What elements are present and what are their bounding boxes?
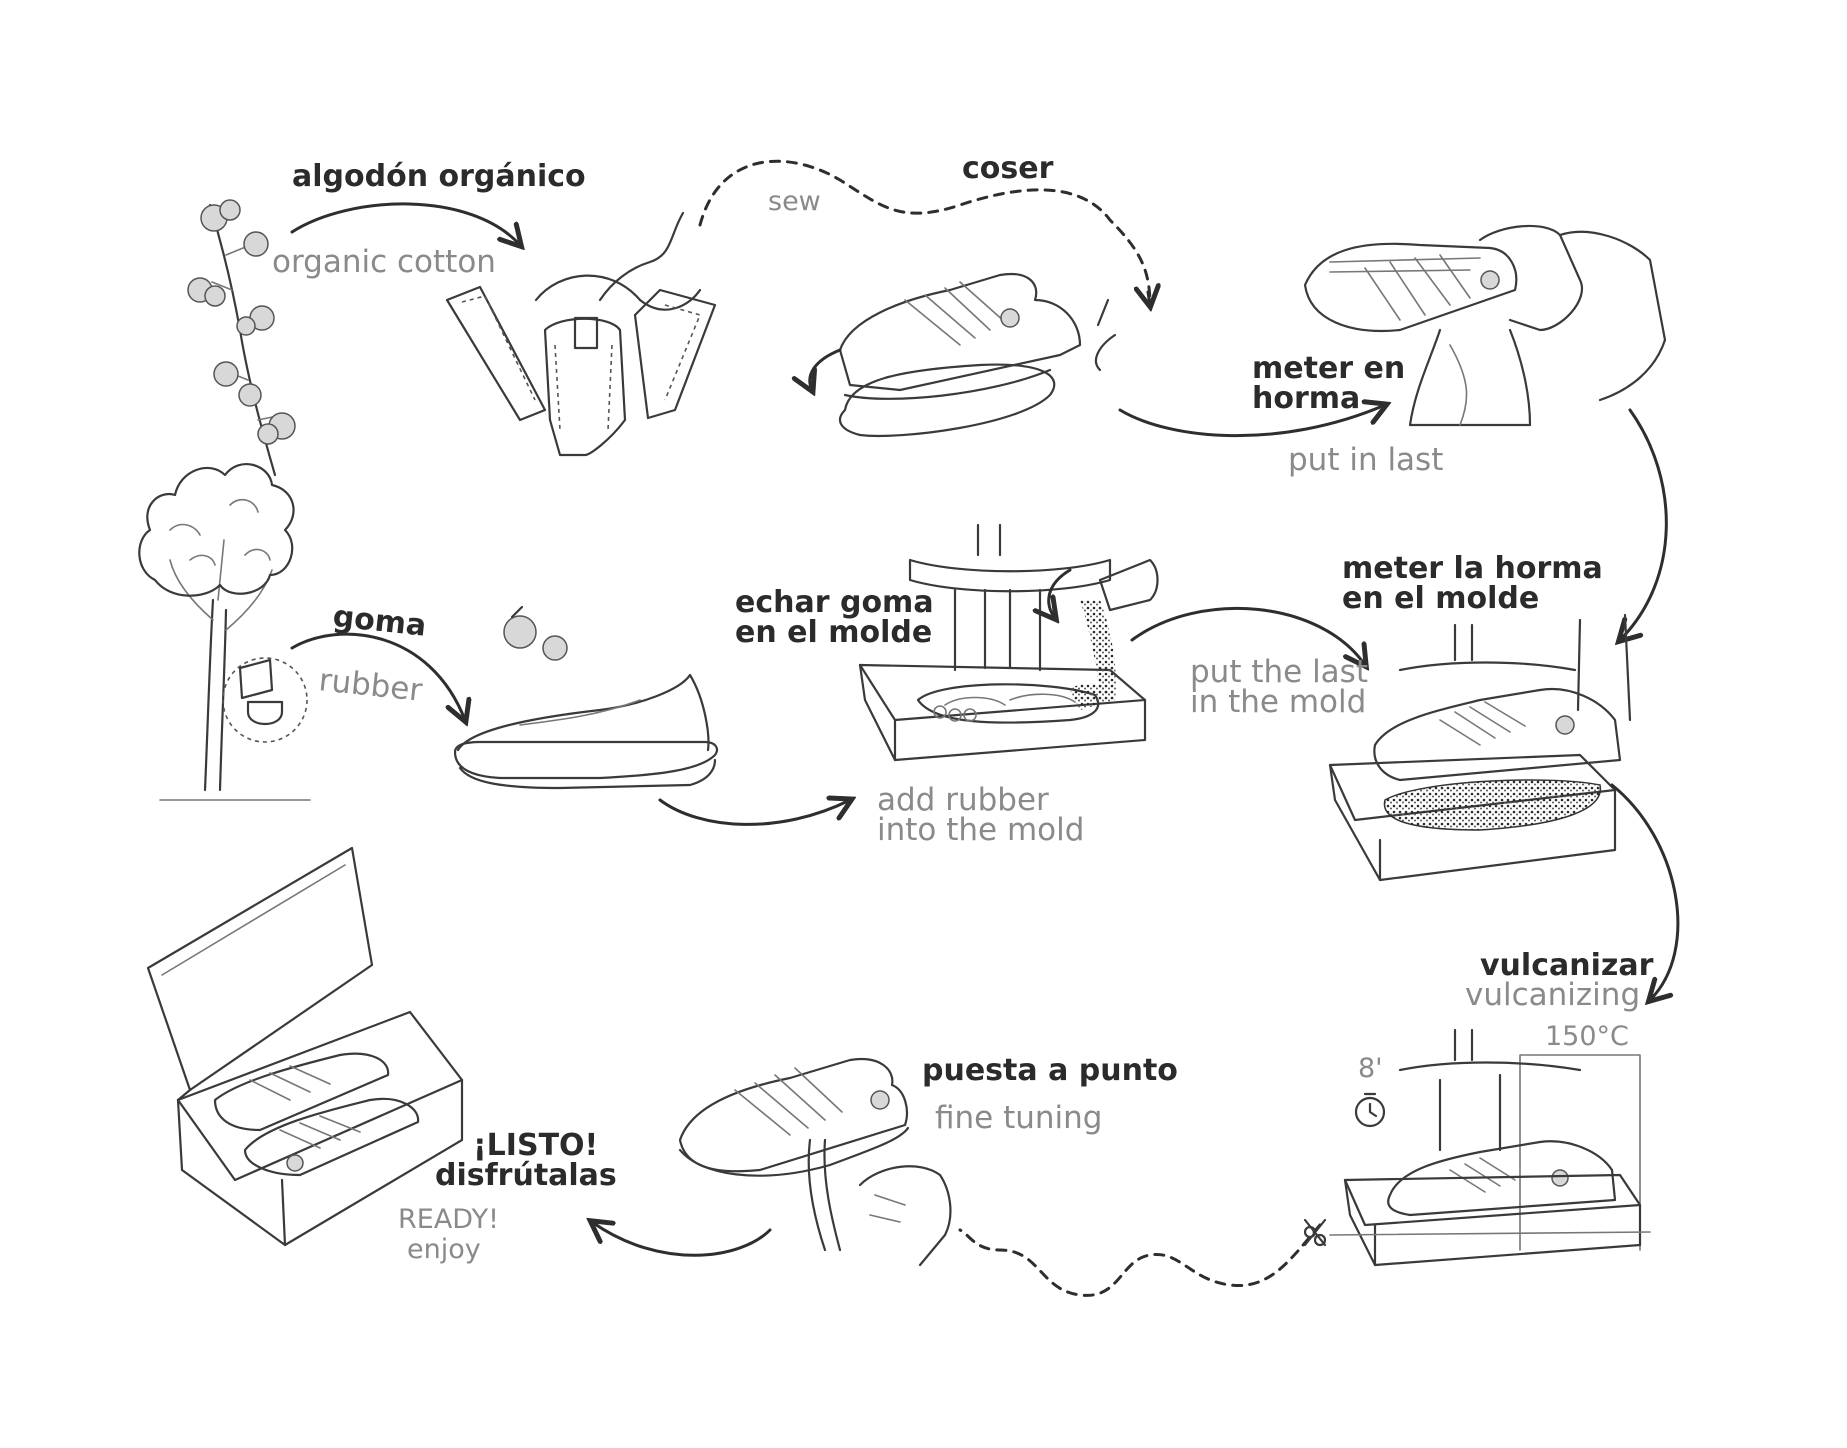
vulcanizing-press-illustration: [1329, 1028, 1651, 1267]
vulcanize-es-label: vulcanizar: [1480, 948, 1654, 983]
last-es-label-2: horma: [1252, 381, 1360, 416]
cotton-branch-illustration: [187, 199, 296, 477]
last-es-label-1: meter en: [1252, 351, 1405, 386]
fine-tuning-illustration: [678, 1057, 952, 1267]
ready-es-label-2: disfrútalas: [435, 1158, 617, 1193]
timer-icon: [1354, 1096, 1386, 1128]
rubber-es-label: goma: [331, 599, 428, 644]
sew-es-label: coser: [962, 151, 1054, 186]
ready-en-label-2: enjoy: [407, 1234, 481, 1265]
arrow-last-to-mold: [1620, 408, 1668, 640]
cotton-es-label: algodón orgánico: [292, 159, 586, 194]
arrow-mold-to-vulcanize: [1610, 783, 1680, 1000]
rubber-en-label: rubber: [317, 662, 424, 709]
pour-en-label-2: into the mold: [877, 812, 1084, 848]
mold-es-label-1: meter la horma: [1342, 551, 1603, 586]
arrow-tree-to-sole: [290, 632, 465, 720]
mold-pouring-illustration: [858, 523, 1159, 762]
vulcanize-en-label: vulcanizing: [1465, 977, 1640, 1013]
pour-es-label-1: echar goma: [735, 585, 934, 620]
shoe-box-illustration: [146, 846, 464, 1247]
vulcanize-time: 8': [1358, 1053, 1383, 1084]
vulcanize-temperature: 150°C: [1545, 1021, 1629, 1052]
arrow-tuning-to-box: [592, 1222, 772, 1257]
arrow-pour-to-mold: [1130, 606, 1365, 665]
cotton-en-label: organic cotton: [272, 244, 496, 280]
scissors-icon: [1303, 1218, 1327, 1247]
sewn-upper-illustration: [810, 272, 1117, 438]
fabric-pieces-illustration: [445, 211, 717, 457]
tuning-es-label: puesta a punto: [922, 1053, 1178, 1088]
mold-es-label-2: en el molde: [1342, 581, 1539, 616]
mold-en-label-2: in the mold: [1190, 684, 1366, 720]
arrowhead-sew: [1148, 292, 1150, 305]
pour-es-label-2: en el molde: [735, 615, 932, 650]
pour-en-label-1: add rubber: [877, 782, 1049, 818]
rubber-tree-illustration: [138, 463, 311, 801]
arrow-sew-to-last: [1118, 405, 1385, 438]
hands-lasting-illustration: [1303, 224, 1667, 427]
dashed-thread-sew: [698, 159, 1152, 307]
mold-en-label-1: put the last: [1190, 654, 1368, 690]
arrow-cotton-to-pieces: [290, 202, 520, 245]
dashed-thread-cut: [958, 1223, 1322, 1297]
last-en-label: put in last: [1288, 442, 1443, 478]
arrow-sole-to-mold: [658, 800, 850, 826]
ready-en-label-1: READY!: [398, 1204, 499, 1235]
rubber-sole-illustration: [453, 605, 719, 790]
ready-es-label-1: ¡LISTO!: [473, 1128, 598, 1163]
last-in-mold-illustration: [1328, 613, 1632, 882]
sew-en-label: sew: [768, 186, 821, 217]
tuning-en-label: fine tuning: [935, 1100, 1103, 1136]
